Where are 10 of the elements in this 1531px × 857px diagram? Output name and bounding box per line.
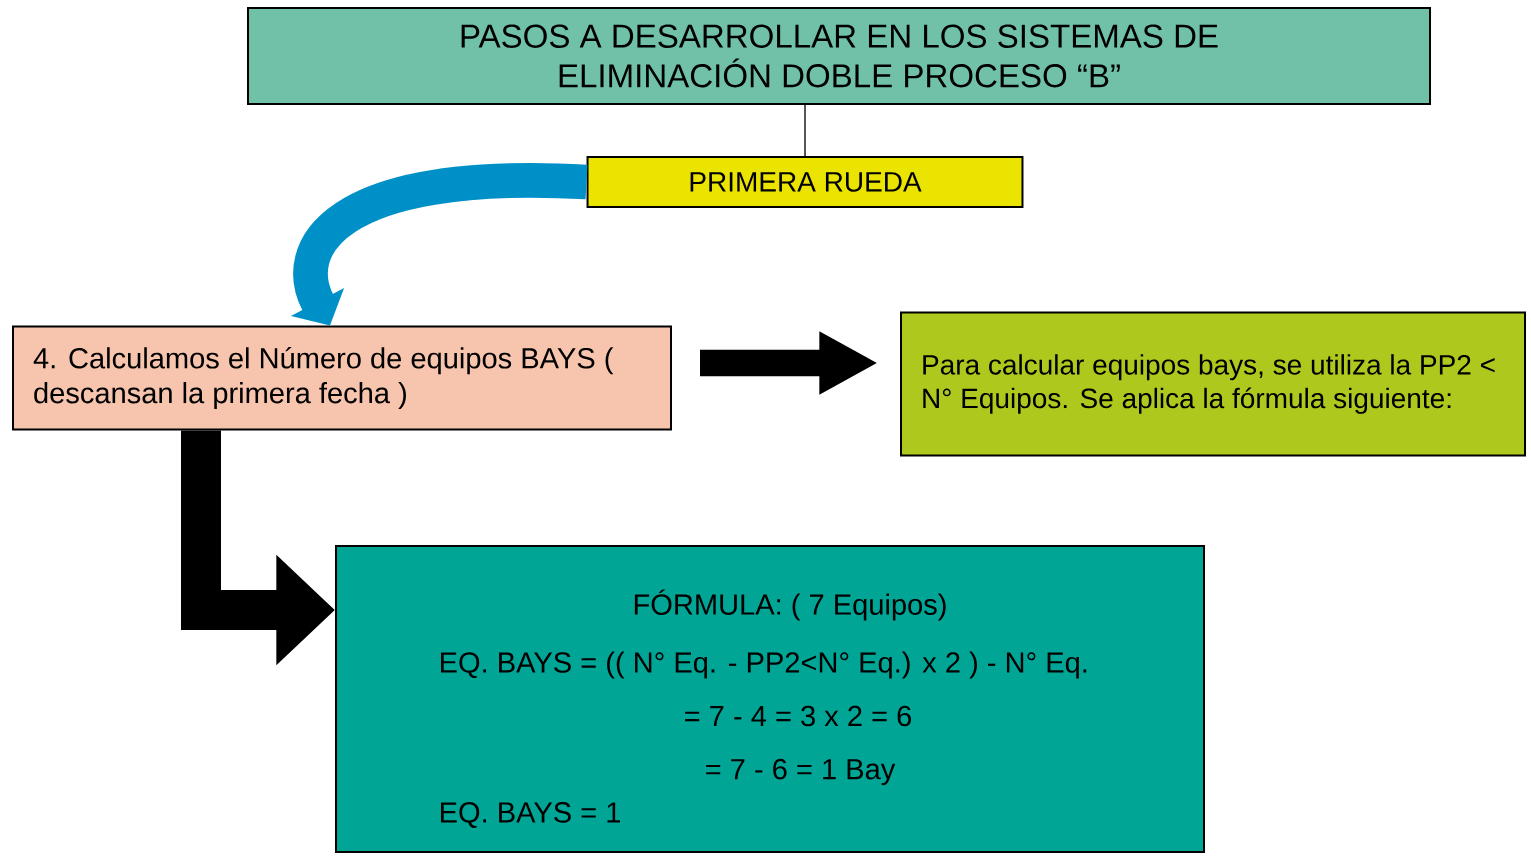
formula-line: EQ. BAYS = (( N° Eq. - PP2<N° Eq.) x 2 ) - N° Eq. <box>441 651 1087 679</box>
stage-box: PRIMERA RUEDA <box>586 156 1024 208</box>
step-box: 4. Calculamos el Número de equipos BAYS ( descansan la primera fecha ) <box>12 325 672 431</box>
title-box: PASOS A DESARROLLAR EN LOS SISTEMAS DE ELIMINACIÓN DOBLE PROCESO “B” <box>247 7 1431 105</box>
formula-box <box>335 545 1205 853</box>
formula-line: = 7 - 4 = 3 x 2 = 6 <box>685 705 911 727</box>
formula-line: = 7 - 6 = 1 Bay <box>706 758 896 786</box>
note-box: Para calcular equipos bays, se utiliza la PP2 < N° Equipos. Se aplica la fórmula siguiente: <box>900 311 1526 457</box>
formula-line: EQ. BAYS = 1 <box>441 802 620 828</box>
formula-heading: FÓRMULA: ( 7 Equipos) <box>634 589 946 621</box>
